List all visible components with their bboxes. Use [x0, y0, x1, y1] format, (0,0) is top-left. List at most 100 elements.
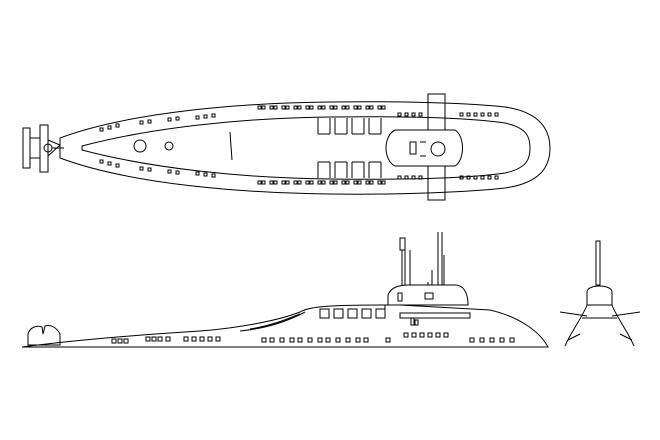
side-view	[22, 232, 548, 347]
porthole	[354, 106, 357, 109]
porthole	[116, 164, 119, 167]
porthole	[290, 338, 294, 342]
porthole	[474, 113, 477, 116]
porthole	[152, 337, 156, 341]
porthole	[294, 181, 297, 184]
top-hull-outline	[60, 102, 550, 194]
porthole	[490, 338, 494, 342]
porthole	[270, 106, 273, 109]
side-porthole-row	[112, 333, 514, 343]
front-planes	[560, 312, 640, 316]
porthole	[460, 176, 463, 179]
porthole	[346, 106, 349, 109]
porthole	[336, 338, 340, 342]
porthole	[334, 181, 337, 184]
porthole	[258, 106, 261, 109]
porthole	[204, 115, 207, 118]
porthole	[216, 337, 220, 341]
porthole	[148, 168, 151, 171]
porthole	[116, 124, 119, 127]
porthole	[270, 181, 273, 184]
porthole	[358, 181, 361, 184]
porthole	[140, 121, 143, 124]
front-sail	[587, 286, 612, 305]
porthole	[146, 337, 150, 341]
porthole	[322, 106, 325, 109]
porthole	[419, 176, 422, 179]
porthole	[470, 338, 474, 342]
porthole	[420, 333, 424, 337]
porthole	[310, 106, 313, 109]
porthole	[258, 181, 261, 184]
porthole	[412, 113, 415, 116]
porthole	[436, 333, 440, 337]
porthole	[419, 113, 422, 116]
porthole	[510, 338, 514, 342]
porthole	[262, 338, 266, 342]
porthole	[168, 118, 171, 121]
porthole	[334, 106, 337, 109]
porthole	[286, 106, 289, 109]
porthole	[358, 106, 361, 109]
porthole	[330, 106, 333, 109]
porthole	[176, 117, 179, 120]
porthole	[298, 181, 301, 184]
porthole	[356, 338, 360, 342]
front-hull	[565, 305, 634, 346]
porthole	[326, 338, 330, 342]
porthole	[500, 338, 504, 342]
porthole	[342, 106, 345, 109]
porthole	[366, 106, 369, 109]
porthole	[298, 106, 301, 109]
porthole	[148, 120, 151, 123]
porthole	[100, 128, 103, 131]
porthole	[398, 176, 401, 179]
porthole	[481, 113, 484, 116]
porthole	[322, 181, 325, 184]
porthole	[262, 106, 265, 109]
top-stern-rudder	[23, 125, 64, 172]
porthole	[196, 172, 199, 175]
porthole	[346, 338, 350, 342]
porthole	[274, 106, 277, 109]
porthole	[196, 116, 199, 119]
porthole	[428, 333, 432, 337]
side-missile-tubes	[320, 309, 385, 318]
porthole	[112, 339, 116, 343]
porthole	[481, 176, 484, 179]
porthole	[184, 337, 188, 341]
porthole	[330, 181, 333, 184]
porthole	[306, 106, 309, 109]
porthole	[354, 181, 357, 184]
porthole	[378, 106, 381, 109]
missile-tube	[348, 309, 357, 318]
porthole	[100, 160, 103, 163]
porthole	[176, 171, 179, 174]
porthole	[460, 113, 463, 116]
porthole	[364, 338, 368, 342]
porthole	[204, 173, 207, 176]
porthole	[108, 162, 111, 165]
porthole	[208, 337, 212, 341]
porthole	[140, 167, 143, 170]
missile-tube	[362, 309, 371, 318]
porthole	[412, 333, 416, 337]
side-stern-fin	[28, 325, 60, 345]
porthole	[166, 337, 170, 341]
side-masts	[400, 232, 444, 285]
front-mast	[596, 241, 600, 285]
porthole	[294, 106, 297, 109]
porthole	[282, 181, 285, 184]
side-sail	[388, 285, 468, 305]
top-missile-hatches-upper	[318, 118, 381, 134]
porthole	[212, 114, 215, 117]
top-hatch-circle	[431, 142, 445, 156]
top-porthole-rows	[100, 106, 498, 184]
porthole	[382, 106, 385, 109]
porthole	[467, 113, 470, 116]
porthole	[488, 113, 491, 116]
porthole	[495, 176, 498, 179]
top-forward-hatch-small	[165, 142, 173, 150]
side-sail-plane	[400, 313, 470, 318]
